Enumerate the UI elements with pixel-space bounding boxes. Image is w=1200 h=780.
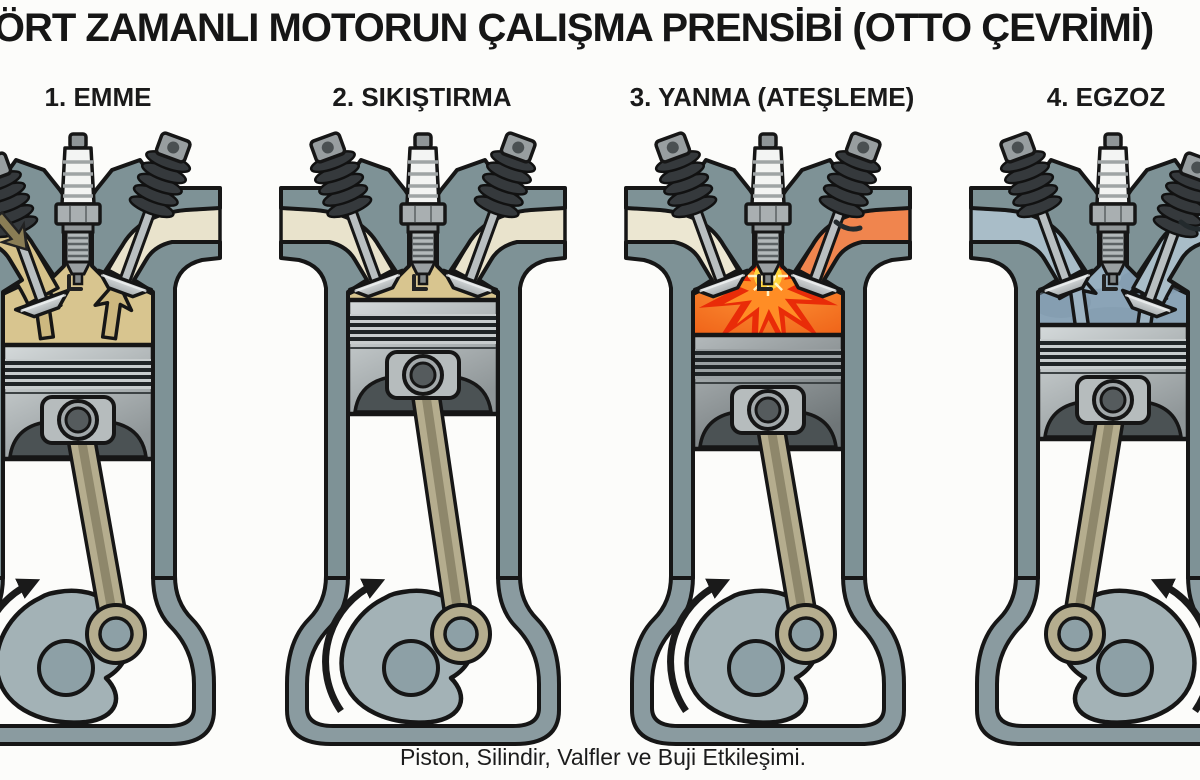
valve-spring bbox=[309, 131, 373, 219]
valve-spring bbox=[1152, 151, 1200, 239]
engine-cross-section-intake bbox=[0, 131, 222, 746]
piston-pin bbox=[385, 350, 461, 400]
cylinder-walls bbox=[279, 158, 567, 580]
cylinder-head-left bbox=[624, 158, 756, 278]
cylinder-head-left bbox=[279, 158, 411, 278]
valve-spring bbox=[818, 131, 882, 219]
engine-cross-section-exhaust bbox=[969, 131, 1200, 746]
center-electrode bbox=[417, 272, 429, 286]
panel-combustion bbox=[596, 130, 941, 780]
connecting-rod bbox=[408, 360, 476, 649]
crankcase bbox=[975, 574, 1200, 746]
exhaust-flow-dash bbox=[1178, 219, 1200, 232]
rotation-arrow bbox=[667, 578, 731, 713]
main-journal bbox=[1096, 639, 1154, 697]
main-journal bbox=[727, 639, 785, 697]
connecting-rod bbox=[753, 395, 821, 649]
spark-plug bbox=[744, 132, 792, 291]
cylinder-head-right bbox=[780, 158, 912, 278]
cylinder-head-right bbox=[90, 158, 222, 278]
intake-flow-arrow bbox=[0, 210, 29, 252]
stroke-label-exhaust: 4. EGZOZ bbox=[1046, 82, 1166, 112]
caption: Piston, Silindir, Valfler ve Buji Etkile… bbox=[399, 744, 807, 770]
engine-panels bbox=[0, 130, 1200, 780]
spark-plug bbox=[399, 132, 447, 291]
spark-plug bbox=[1089, 132, 1137, 291]
center-electrode bbox=[72, 272, 84, 286]
engine-cross-section-combustion bbox=[624, 131, 912, 746]
valve-spring bbox=[999, 131, 1063, 219]
page-title: DÖRT ZAMANLI MOTORUN ÇALIŞMA PRENSİBİ (O… bbox=[0, 6, 1154, 50]
piston-pin bbox=[730, 385, 806, 435]
rod-big-end bbox=[775, 603, 837, 665]
rotation-arrow bbox=[322, 578, 386, 713]
crank-pin bbox=[788, 616, 824, 652]
crank-pin bbox=[1057, 616, 1093, 652]
main-journal bbox=[37, 639, 95, 697]
valve-spring bbox=[128, 131, 192, 219]
cylinder-walls bbox=[624, 158, 912, 580]
stroke-label-combustion: 3. YANMA (ATEŞLEME) bbox=[629, 82, 915, 112]
panel-exhaust bbox=[941, 130, 1200, 780]
rod-big-end bbox=[85, 603, 147, 665]
stroke-label-compression: 2. SIKIŞTIRMA bbox=[332, 82, 512, 112]
crank-pin bbox=[443, 616, 479, 652]
rod-big-end bbox=[1044, 603, 1106, 665]
stroke-label-intake: 1. EMME bbox=[44, 82, 152, 112]
panel-intake bbox=[0, 130, 251, 780]
ground-electrode bbox=[757, 274, 773, 291]
connecting-rod bbox=[1060, 385, 1128, 649]
ground-electrode bbox=[412, 274, 428, 291]
center-electrode bbox=[762, 272, 774, 286]
rotation-arrow bbox=[0, 578, 41, 614]
cylinder-head-right bbox=[435, 158, 567, 278]
engine-cross-section-compression bbox=[279, 131, 567, 746]
main-journal bbox=[382, 639, 440, 697]
cylinder-head-left bbox=[969, 158, 1101, 278]
connecting-rod bbox=[63, 405, 131, 649]
valve-spring bbox=[654, 131, 718, 219]
rod-big-end bbox=[430, 603, 492, 665]
ground-electrode bbox=[1102, 274, 1118, 291]
crank-pin bbox=[98, 616, 134, 652]
rotation-arrow bbox=[1150, 578, 1200, 713]
piston-pin bbox=[40, 395, 116, 445]
spark-plug bbox=[54, 132, 102, 291]
ground-electrode bbox=[67, 274, 83, 291]
center-electrode bbox=[1107, 272, 1119, 286]
panel-compression bbox=[251, 130, 596, 780]
piston-pin bbox=[1075, 375, 1151, 425]
valve-spring bbox=[473, 131, 537, 219]
exhaust-flow-dash bbox=[833, 219, 863, 232]
